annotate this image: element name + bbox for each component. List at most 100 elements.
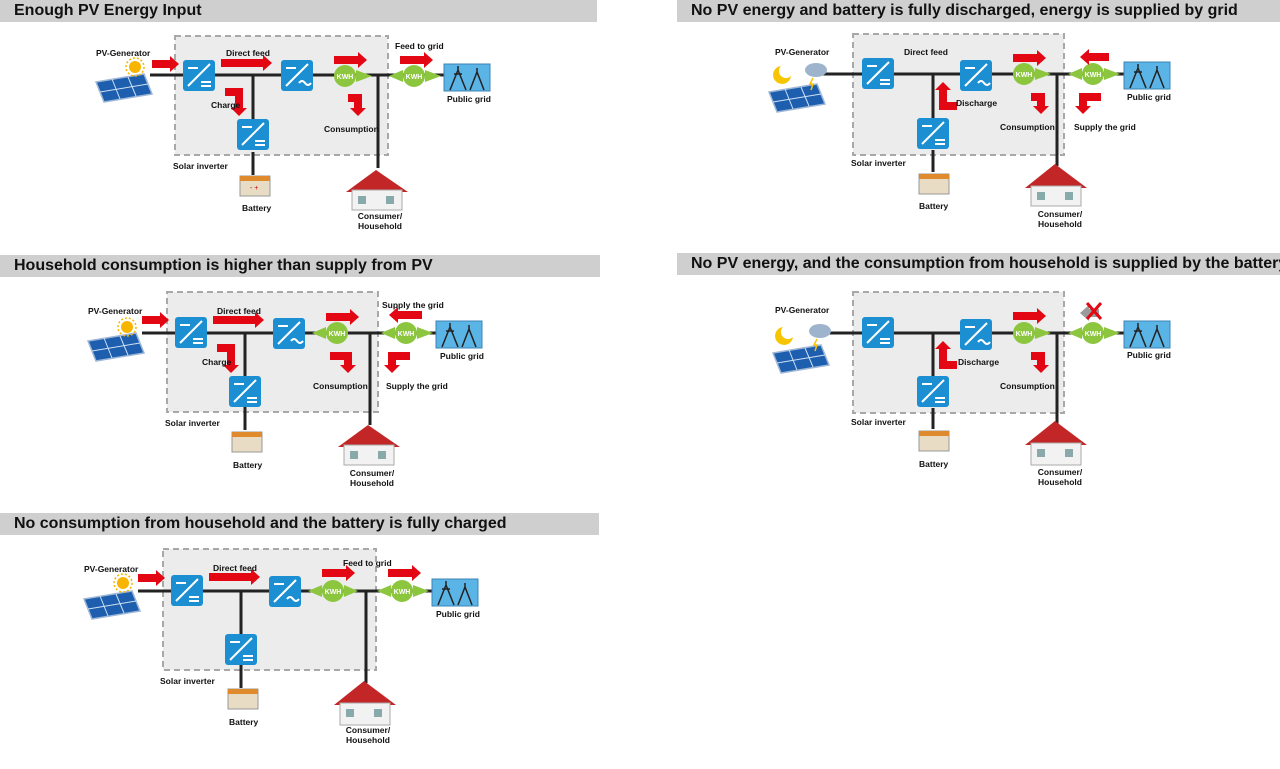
blocked-x-icon [1085, 302, 1103, 320]
arrow-consumption [1031, 93, 1049, 114]
solar-panel-icon [94, 73, 154, 103]
arrow-supply-grid-down [384, 352, 410, 373]
flow-diagram: KWH KWH [82, 548, 479, 726]
svg-text:KWH: KWH [398, 331, 415, 338]
svg-text:KWH: KWH [1085, 331, 1102, 338]
arrow-direct-feed [213, 312, 264, 328]
battery-charger-icon [237, 119, 269, 150]
kwh-meter-consumption: KWH [326, 322, 348, 344]
house-icon [338, 425, 400, 466]
solar-panel-icon [86, 332, 146, 362]
label-consumption: Consumption [324, 124, 379, 134]
battery-charger-icon [917, 376, 949, 407]
arrow-pv-input [142, 312, 169, 328]
panel-no-consumption-battery-full: No consumption from household and the ba… [0, 513, 600, 769]
label-public-grid: Public grid [1127, 350, 1171, 360]
meter-arrow-left [389, 70, 403, 82]
meter-arrow-left [308, 585, 322, 597]
label-battery: Battery [242, 203, 272, 213]
house-icon [1025, 164, 1087, 207]
arrow-to-meter [334, 52, 367, 68]
flow-diagram: - + KWH KWH [94, 35, 491, 211]
arrow-consumption [330, 352, 356, 373]
label-supply-grid-top: Supply the grid [382, 300, 444, 310]
dc-dc-converter-icon [175, 317, 207, 348]
house-icon [1025, 421, 1087, 466]
arrow-discharge-up [935, 341, 957, 369]
label-solar-inverter: Solar inverter [160, 676, 215, 686]
panel-title: Enough PV Energy Input [0, 0, 597, 22]
panel-title: Household consumption is higher than sup… [0, 255, 600, 277]
battery-icon [918, 173, 950, 195]
panel-household-consumption-higher: Household consumption is higher than sup… [0, 255, 600, 495]
label-consumer: Consumer/Household [357, 211, 403, 231]
label-solar-inverter: Solar inverter [173, 161, 228, 171]
flow-diagram: KWH KWH [771, 291, 1171, 466]
label-pv-generator: PV-Generator [96, 48, 151, 58]
meter-arrow-left [381, 327, 395, 339]
label-consumption: Consumption [1000, 122, 1055, 132]
label-feed-to-grid: Feed to grid [395, 41, 444, 51]
label-supply-the-grid: Supply the grid [1074, 122, 1136, 132]
arrow-pv-input [138, 570, 165, 586]
label-pv-generator: PV-Generator [88, 306, 143, 316]
meter-arrow-right [413, 585, 429, 597]
dc-dc-converter-icon [862, 317, 894, 348]
dc-dc-converter-icon [183, 60, 215, 91]
sun-icon [125, 57, 145, 77]
sun-icon [113, 573, 133, 593]
arrow-feed-to-grid [400, 52, 433, 68]
arrow-charge [225, 88, 247, 116]
arrow-direct-feed [221, 55, 272, 71]
svg-text:KWH: KWH [1016, 331, 1033, 338]
label-consumption: Consumption [1000, 381, 1055, 391]
label-pv-generator: PV-Generator [775, 305, 830, 315]
panel-no-pv-grid-supply: No PV energy and battery is fully discha… [677, 0, 1280, 240]
public-grid-icon [1123, 61, 1171, 90]
battery-charger-icon [225, 634, 257, 665]
battery-icon [918, 430, 950, 452]
public-grid-icon [431, 578, 479, 607]
label-direct-feed: Direct feed [226, 48, 270, 58]
label-battery: Battery [919, 201, 949, 211]
svg-text:KWH: KWH [329, 331, 346, 338]
arrow-discharge-up [935, 82, 957, 110]
label-consumer: Consumer/Household [349, 468, 395, 488]
svg-text:KWH: KWH [1085, 72, 1102, 79]
label-discharge: Discharge [958, 357, 1000, 367]
label-direct-feed: Direct feed [217, 306, 261, 316]
svg-text:- +: - + [250, 185, 258, 192]
label-pv-generator: PV-Generator [84, 564, 139, 574]
meter-arrow-right [1035, 68, 1051, 80]
svg-text:KWH: KWH [406, 74, 423, 81]
arrow-to-meter [1013, 50, 1046, 66]
arrow-to-meter [1013, 308, 1046, 324]
moon-cloud-icon [775, 324, 831, 352]
battery-charger-icon [229, 376, 261, 407]
dc-ac-inverter-icon [960, 319, 992, 350]
label-supply-grid-bottom: Supply the grid [386, 381, 448, 391]
kwh-meter-grid: KWH [1082, 322, 1104, 344]
label-charge: Charge [211, 100, 241, 110]
label-battery: Battery [919, 459, 949, 469]
public-grid-icon [443, 63, 491, 92]
panel-title: No consumption from household and the ba… [0, 513, 599, 535]
label-public-grid: Public grid [447, 94, 491, 104]
kwh-meter-consumption: KWH [322, 580, 344, 602]
flow-diagram: KWH KWH [767, 33, 1171, 207]
meter-arrow-right [417, 327, 433, 339]
meter-arrow-right [344, 585, 358, 597]
label-public-grid: Public grid [436, 609, 480, 619]
kwh-meter-grid: KWH [395, 322, 417, 344]
arrow-pv-input [152, 56, 179, 72]
meter-arrow-left [312, 327, 326, 339]
meter-arrow-left [377, 585, 391, 597]
svg-text:KWH: KWH [325, 589, 342, 596]
meter-arrow-right [425, 70, 441, 82]
kwh-meter-consumption: KWH [1013, 63, 1035, 85]
public-grid-icon [1123, 320, 1171, 349]
public-grid-icon [435, 320, 483, 349]
battery-icon [227, 688, 259, 710]
kwh-meter-grid: KWH [403, 65, 425, 87]
label-consumer: Consumer/Household [345, 725, 391, 745]
